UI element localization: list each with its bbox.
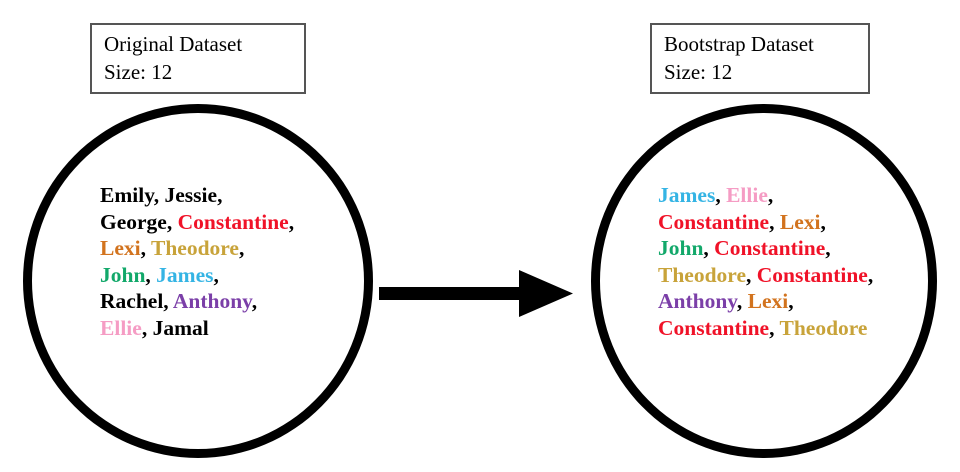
name-separator: , — [820, 209, 826, 234]
name-row: Constantine, Lexi, — [658, 209, 873, 236]
name-token: Anthony — [658, 289, 737, 313]
name-separator: , — [217, 183, 223, 207]
bootstrap-dataset-name-list: James, Ellie, Constantine, Lexi, John, C… — [658, 182, 873, 341]
arrow-shaft — [379, 287, 521, 300]
name-separator: , — [767, 183, 774, 207]
name-row: Lexi, Theodore, — [100, 235, 294, 262]
name-separator: , — [140, 236, 151, 260]
name-separator: , — [746, 262, 757, 287]
name-token: Lexi — [779, 209, 821, 234]
name-separator: , — [288, 209, 295, 234]
name-token: Lexi — [747, 289, 789, 313]
name-separator: , — [166, 209, 178, 234]
name-token: John — [100, 262, 146, 287]
name-token: Jessie — [164, 183, 218, 207]
name-token: Emily — [100, 183, 154, 207]
name-token: Constantine — [658, 315, 770, 340]
arrow-shape — [379, 270, 573, 317]
name-separator: , — [825, 236, 831, 260]
bootstrap-dataset-label-box: Bootstrap Dataset Size: 12 — [650, 23, 870, 94]
name-separator: , — [736, 289, 748, 313]
name-token: Ellie — [100, 315, 142, 340]
arrow-head — [519, 270, 573, 317]
name-separator: , — [153, 183, 165, 207]
name-row: John, Constantine, — [658, 235, 873, 262]
name-token: Anthony — [172, 289, 252, 313]
original-dataset-title: Original Dataset — [104, 32, 243, 56]
name-token: Ellie — [726, 183, 768, 207]
bootstrap-dataset-circle — [591, 104, 937, 458]
name-token: George — [100, 209, 167, 234]
name-token: Constantine — [714, 236, 826, 260]
original-dataset-label-box: Original Dataset Size: 12 — [90, 23, 306, 94]
name-row: James, Ellie, — [658, 182, 873, 209]
name-row: John, James, — [100, 262, 294, 289]
name-token: Theodore — [150, 236, 239, 260]
name-token: Theodore — [779, 315, 868, 340]
name-token: James — [658, 183, 716, 207]
name-token: James — [156, 262, 214, 287]
name-row: Emily, Jessie, — [100, 182, 294, 209]
original-dataset-circle — [23, 104, 373, 458]
name-separator: , — [238, 236, 245, 260]
bootstrap-dataset-title: Bootstrap Dataset — [664, 32, 814, 56]
name-separator: , — [145, 262, 157, 287]
name-token: Constantine — [177, 209, 289, 234]
name-separator: , — [715, 183, 727, 207]
name-row: Ellie, Jamal — [100, 315, 294, 342]
name-token: Constantine — [756, 262, 868, 287]
name-separator: , — [251, 289, 258, 313]
name-token: Jamal — [152, 315, 209, 340]
name-separator: , — [867, 262, 874, 287]
resampling-arrow — [379, 270, 573, 317]
name-token: Rachel — [100, 289, 164, 313]
name-separator: , — [141, 315, 153, 340]
name-row: Anthony, Lexi, — [658, 288, 873, 315]
name-separator: , — [788, 289, 794, 313]
name-separator: , — [163, 289, 173, 313]
name-row: Theodore, Constantine, — [658, 262, 873, 289]
bootstrap-dataset-size: Size: 12 — [664, 59, 733, 84]
name-separator: , — [703, 236, 715, 260]
name-separator: , — [769, 209, 780, 234]
original-dataset-name-list: Emily, Jessie, George, Constantine, Lexi… — [100, 182, 294, 341]
name-token: John — [658, 236, 704, 260]
name-separator: , — [213, 262, 219, 287]
name-token: Constantine — [658, 209, 770, 234]
original-dataset-size: Size: 12 — [104, 59, 173, 84]
name-row: George, Constantine, — [100, 209, 294, 236]
name-row: Constantine, Theodore — [658, 315, 873, 342]
name-separator: , — [769, 315, 780, 340]
name-row: Rachel, Anthony, — [100, 288, 294, 315]
name-token: Theodore — [658, 262, 746, 287]
name-token: Lexi — [100, 236, 141, 260]
